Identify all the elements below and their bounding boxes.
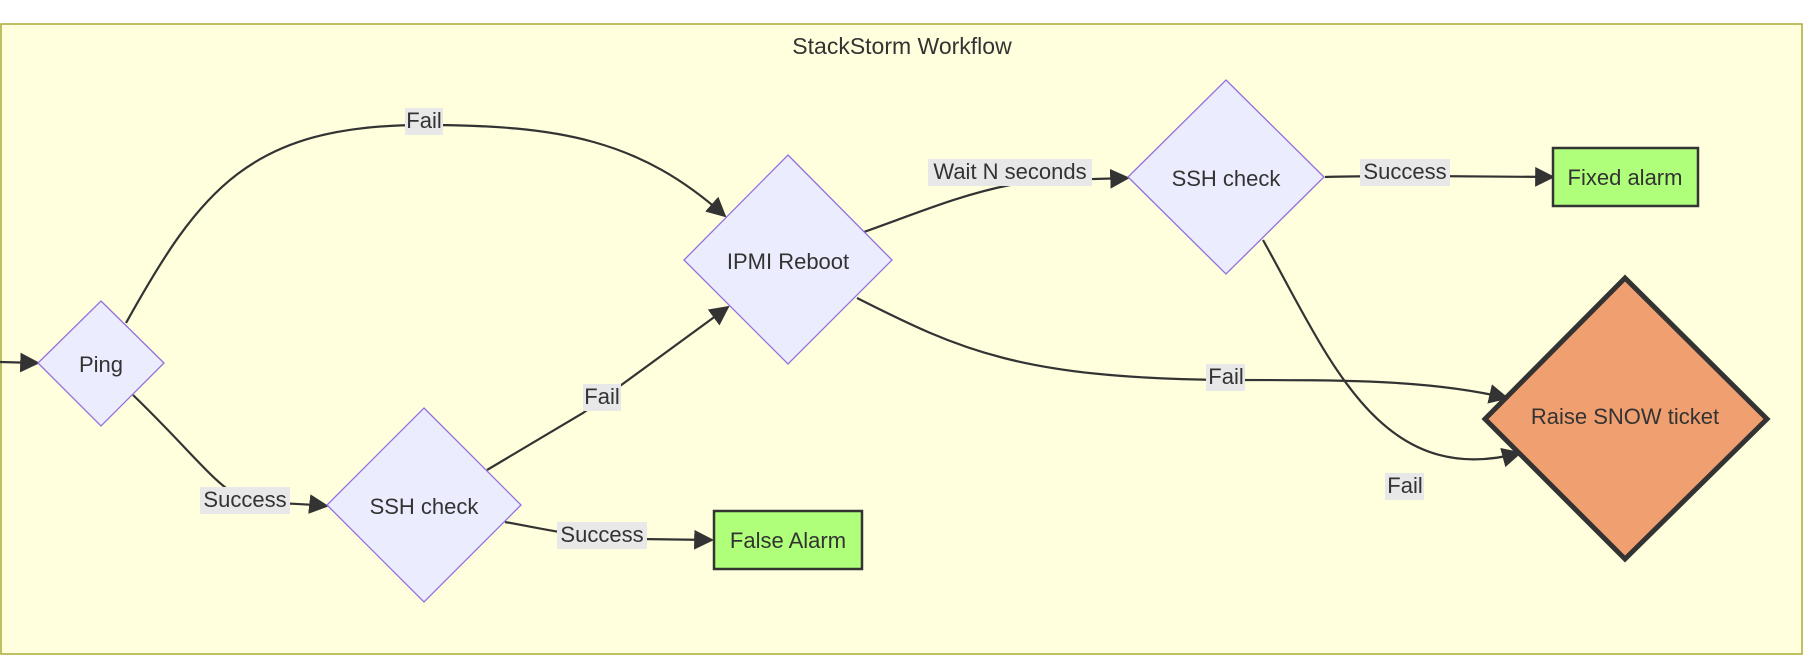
edge-entry [0,352,40,373]
node-raise-snow-ticket-label: Raise SNOW ticket [1531,404,1719,429]
workflow-cluster [0,23,1803,655]
node-ssh-check-2-label: SSH check [1172,166,1282,191]
cluster-title: StackStorm Workflow [792,33,1012,59]
edge-label-bg [557,522,647,549]
edge-label-bg [1360,159,1450,186]
node-ping [37,300,165,427]
edge-label-bg [405,108,443,135]
node-ipmi-reboot [683,154,893,365]
edge-label-ping-fail: Fail [406,108,441,133]
edge-ssh2-fail [1262,239,1522,468]
edge-label-bg [583,384,621,411]
edge-label-ipmi-fail: Fail [1208,364,1243,389]
node-ssh-check-1 [326,407,522,603]
edge-label-ssh1-fail: Fail [584,384,619,409]
edge-label-ssh2-success: Success [1363,159,1446,184]
edge-ssh1-fail [486,305,730,471]
edge-label-ssh1-success: Success [560,522,643,547]
edge-label-bg [1206,364,1245,391]
edge-label-bg [200,487,290,514]
edge-label-ssh2-fail: Fail [1387,473,1422,498]
node-fixed-alarm-label: Fixed alarm [1568,165,1683,190]
edge-label-ipmi-wait: Wait N seconds [933,159,1086,184]
node-fixed-alarm [1551,146,1700,208]
edge-label-bg [1385,473,1424,500]
node-false-alarm-label: False Alarm [730,528,846,553]
node-ssh-check-1-label: SSH check [370,494,480,519]
node-ping-label: Ping [79,352,123,377]
node-false-alarm [712,509,864,571]
node-raise-snow-ticket [1481,274,1771,563]
node-ssh-check-2 [1127,79,1325,275]
edge-label-ping-success: Success [203,487,286,512]
node-ipmi-reboot-label: IPMI Reboot [727,249,849,274]
edge-label-bg [928,159,1092,186]
